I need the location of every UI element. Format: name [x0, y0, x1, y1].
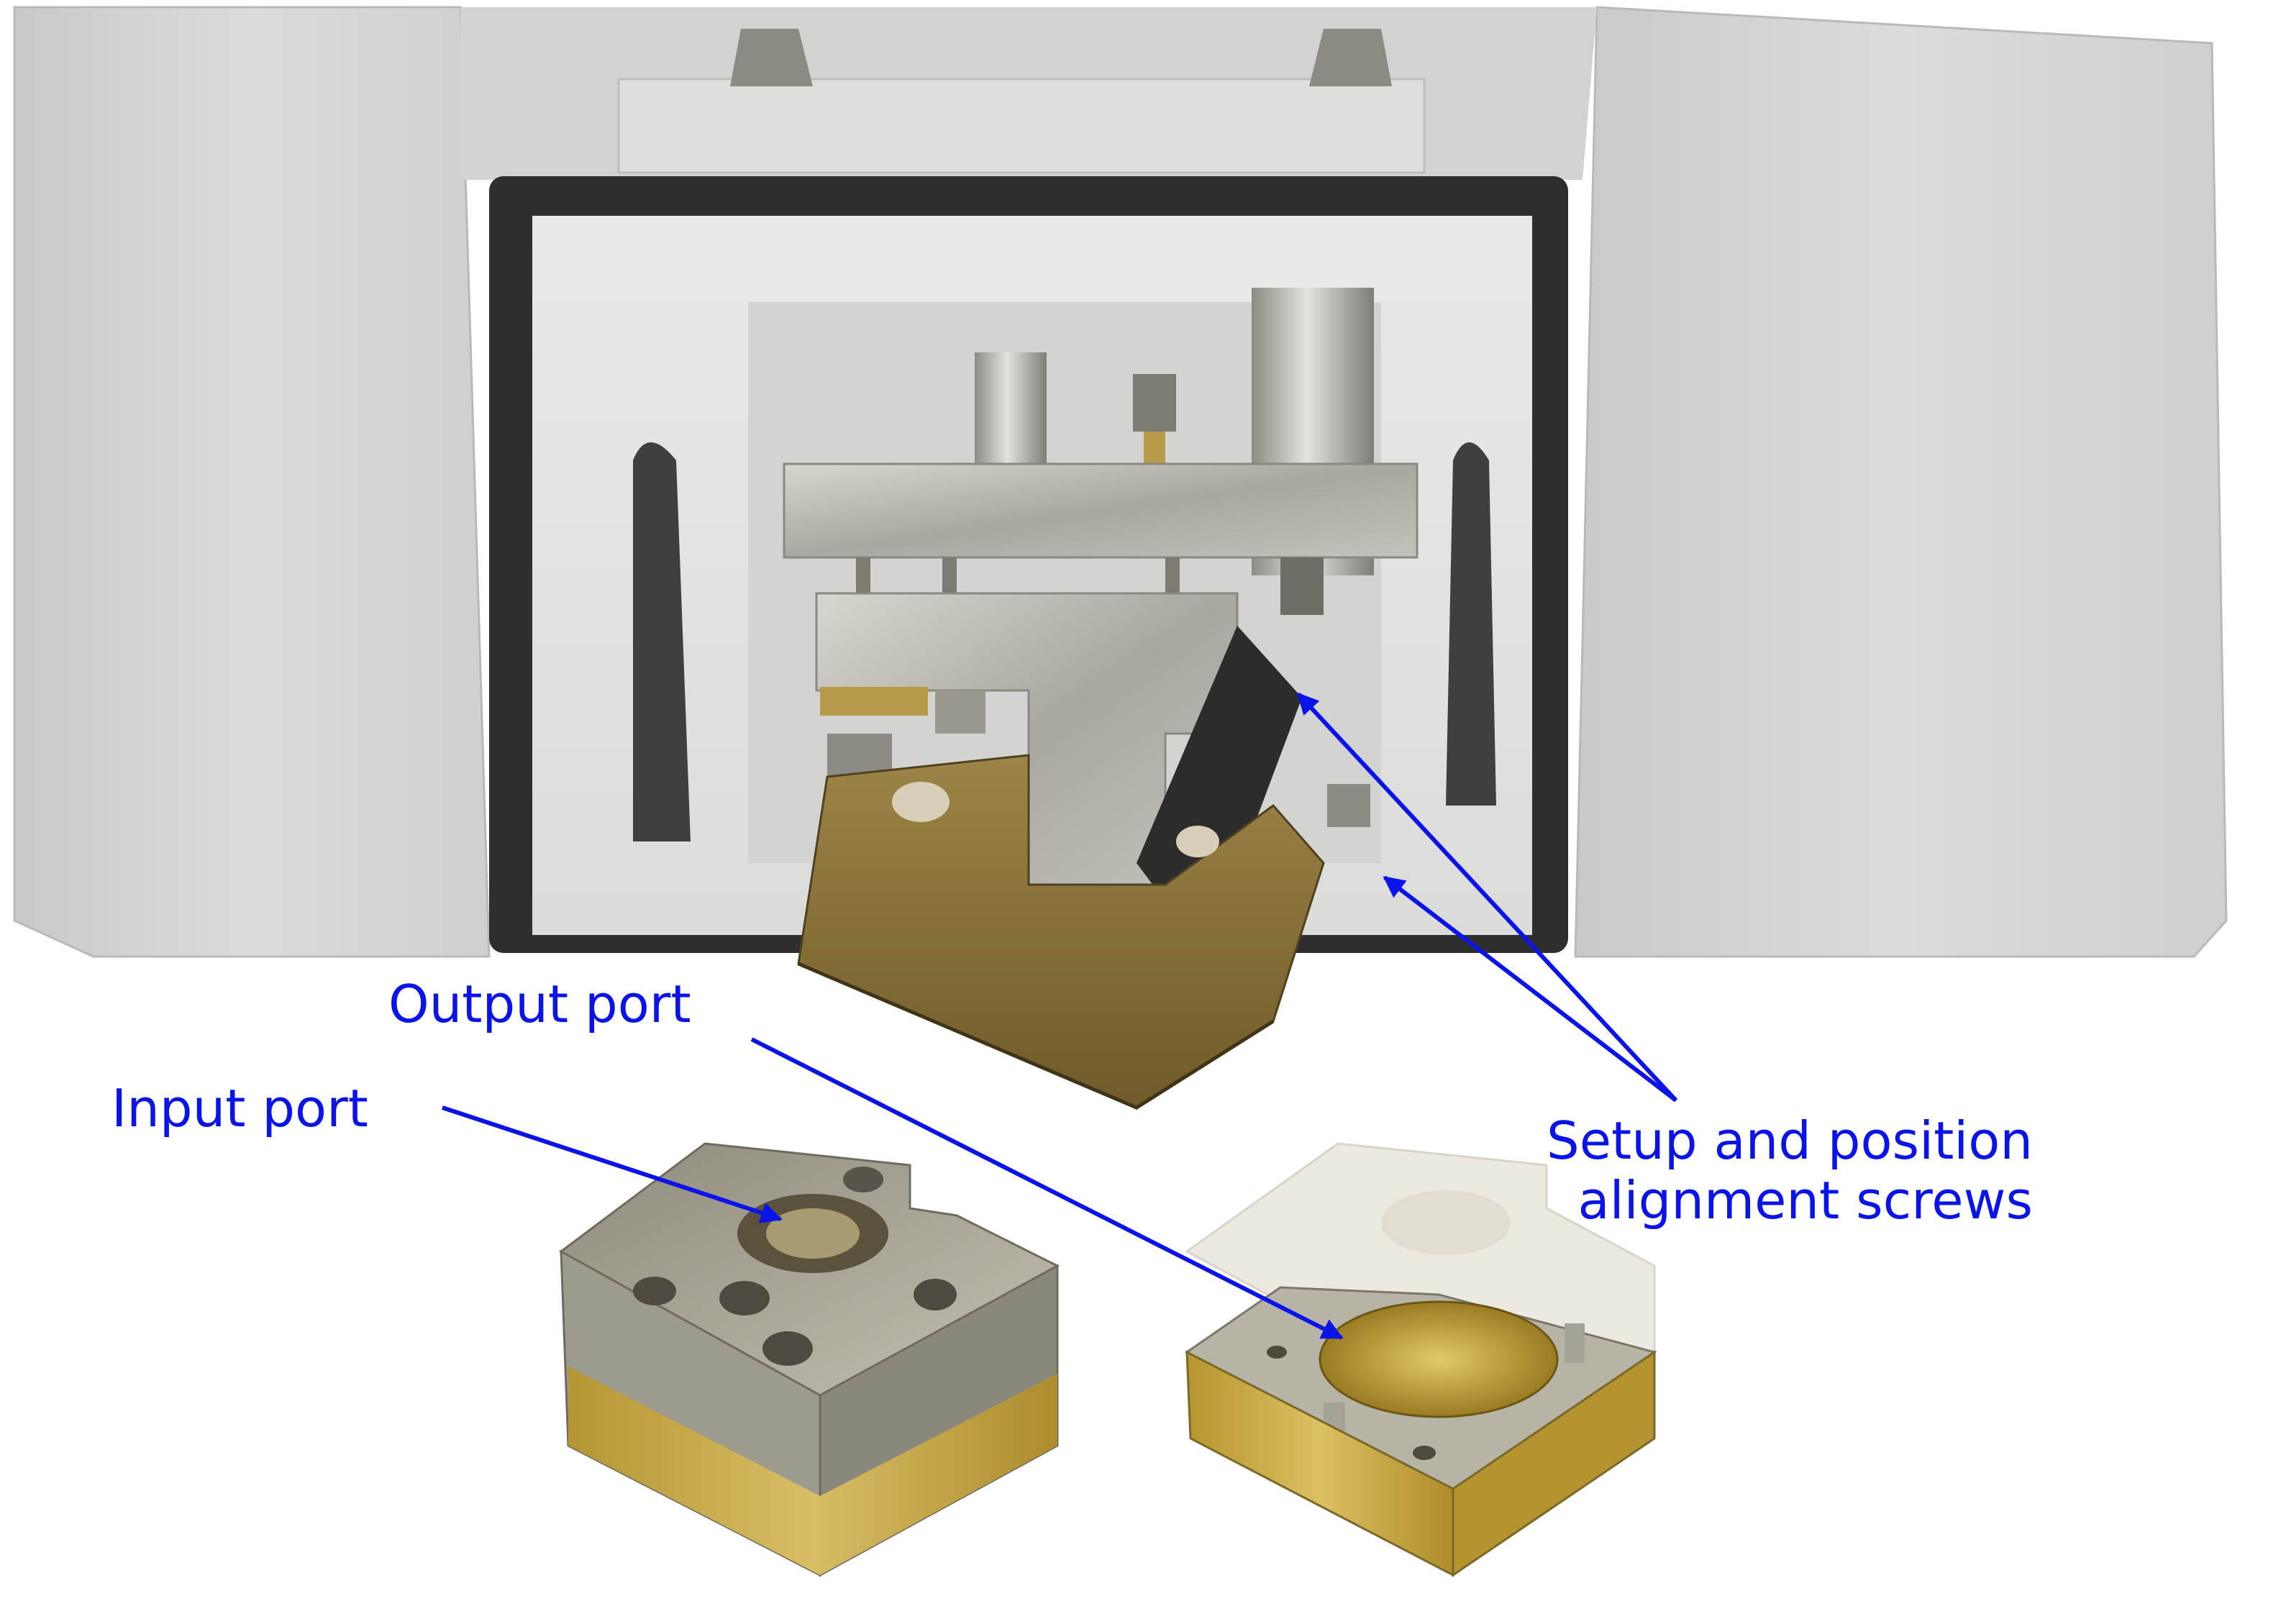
annotation-arrows — [442, 692, 1678, 1340]
arrow-input-port — [442, 1105, 783, 1223]
block-input-port — [559, 1142, 1060, 1577]
output-port-label: Output port — [388, 974, 691, 1034]
arrow-setup-screw-2 — [1383, 875, 1677, 1103]
block-output-port — [1185, 1142, 1657, 1577]
setup-screws-label: Setup and position alignment screws — [1547, 1111, 2033, 1231]
arrow-setup-screw-1 — [1296, 692, 1678, 1103]
setup-screws-label-line2: alignment screws — [1577, 1169, 2033, 1231]
input-port-label: Input port — [111, 1078, 368, 1139]
mounted-accessory — [783, 288, 1418, 1110]
arrow-output-port — [750, 1037, 1344, 1340]
setup-screws-label-line1: Setup and position — [1547, 1110, 2033, 1171]
